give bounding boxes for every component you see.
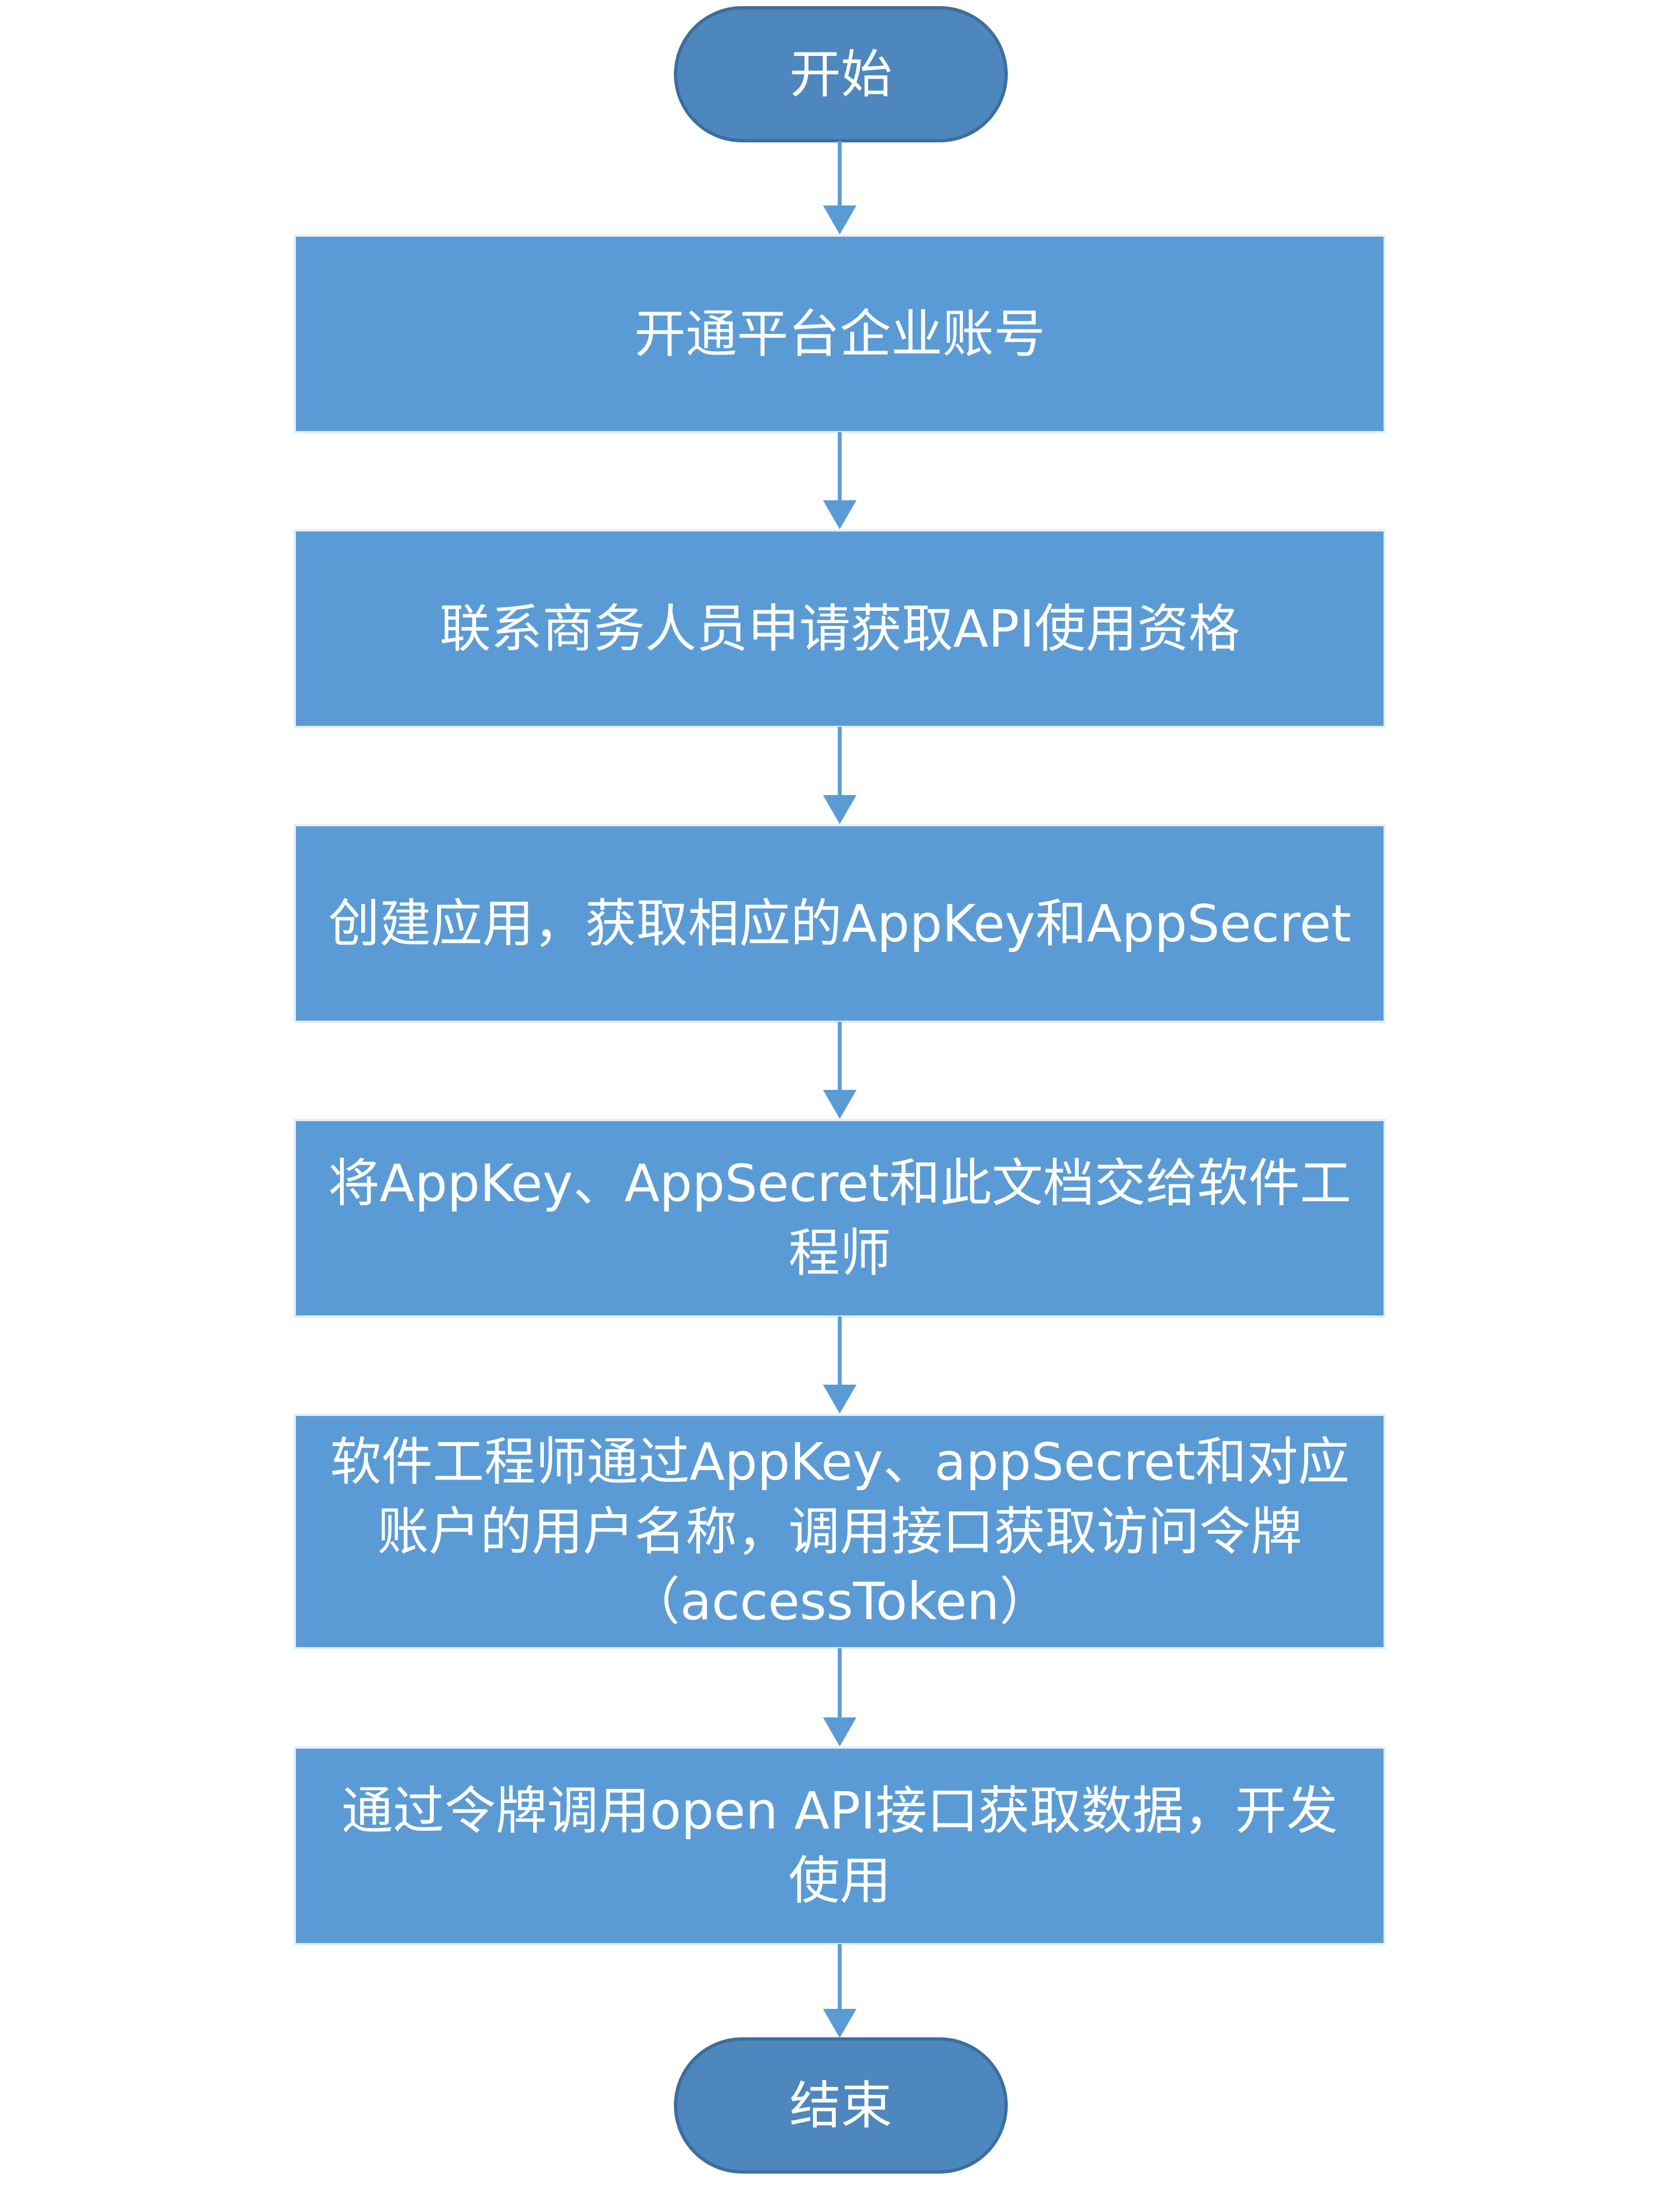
step-3-label: 创建应用，获取相应的AppKey和AppSecret (328, 893, 1352, 954)
connector-step-4-to-step-5 (823, 1317, 856, 1414)
step-2-box (294, 529, 1386, 728)
step-2-label: 联系商务人员申请获取API使用资格 (439, 599, 1240, 659)
connector-step-6-to-end (823, 1944, 856, 2038)
end-label: 结束 (789, 2075, 892, 2136)
connector-step-2-to-step-3 (823, 727, 856, 824)
step-5-label: 软件工程师通过AppKey、appSecret和对应 账户的用户名称，调用接口获… (330, 1432, 1349, 1631)
connector-start-to-step-1 (823, 141, 856, 234)
connector-step-3-to-step-4 (823, 1022, 856, 1119)
connector-step-1-to-step-2 (823, 432, 856, 529)
step-1-label: 开通平台企业账号 (634, 304, 1045, 364)
step-1-box (294, 234, 1386, 433)
step-3-box (294, 824, 1386, 1023)
step-4-label: 将AppKey、AppSecret和此文档交给软件工 程师 (328, 1154, 1352, 1283)
end-terminal-shape (674, 2037, 1008, 2174)
connector-step-5-to-step-6 (823, 1648, 856, 1746)
start-label: 开始 (789, 44, 892, 104)
step-4-box (294, 1119, 1386, 1318)
step-6-label: 通过令牌调用open API接口获取数据，开发 使用 (341, 1781, 1338, 1911)
